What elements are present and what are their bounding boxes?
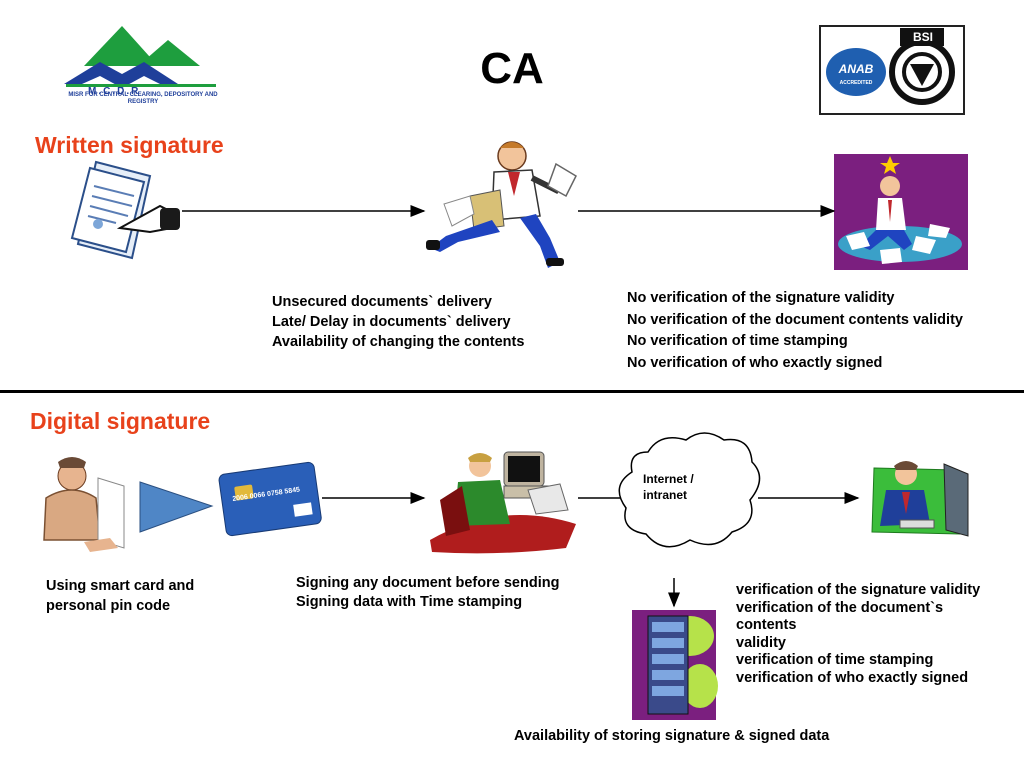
digital-verification-item: contents <box>736 617 797 633</box>
written-verification-list: No verification of the signature validit… <box>627 288 963 374</box>
written-signature-heading: Written signature <box>35 132 224 158</box>
section-divider <box>0 390 1024 393</box>
written-verification-item: No verification of time stamping <box>627 333 848 349</box>
storage-caption: Availability of storing signature & sign… <box>514 728 830 744</box>
running-man-icon <box>426 141 577 268</box>
document-pen-icon <box>70 160 180 260</box>
stressed-man-icon <box>834 154 968 270</box>
written-risk-item: Late/ Delay in documents` delivery <box>272 314 511 330</box>
smartcard-caption: Using smart card and personal pin code <box>46 576 194 616</box>
digital-verification-item: verification of time stamping <box>736 652 934 668</box>
bsi-logo-text: BSI <box>912 30 933 44</box>
internet-cloud-shape <box>618 432 761 548</box>
server-storage-icon <box>632 610 718 720</box>
anab-bsi-logo <box>819 25 965 115</box>
smartcard-caption-line: Using smart card and <box>46 578 195 594</box>
person-smartcard-icon <box>43 457 125 552</box>
person-signing-icon <box>430 451 576 554</box>
cloud-label-line: Internet / <box>643 472 694 486</box>
mcdr-logo-subtitle: MISR FOR CENTRAL CLEARING, DEPOSITORY AN… <box>68 92 218 105</box>
smartcard-caption-line: personal pin code <box>46 598 171 614</box>
digital-verification-item: verification of who exactly signed <box>736 669 969 686</box>
digital-verification-item: verification of the signature validity <box>736 582 981 598</box>
written-verification-item: No verification of the document contents… <box>627 311 963 328</box>
cloud-label-line: intranet <box>643 488 688 502</box>
written-verification-item: No verification of who exactly signed <box>627 354 883 371</box>
triangle-pointer-icon <box>139 481 214 533</box>
digital-signature-heading: Digital signature <box>30 408 211 434</box>
person-recipient-icon <box>871 461 969 537</box>
smart-card-icon <box>218 461 322 537</box>
mcdr-logo <box>64 26 216 88</box>
written-risks-list: Unsecured documents` delivery Late/ Dela… <box>272 292 524 352</box>
cloud-label: Internet / intranet <box>643 471 694 503</box>
page-title: CA <box>480 44 544 93</box>
written-risk-item: Unsecured documents` delivery <box>272 294 492 310</box>
signing-caption: Signing any document before sending Sign… <box>296 574 559 612</box>
written-risk-item: Availability of changing the contents <box>272 334 525 350</box>
signing-caption-line: Signing data with Time stamping <box>296 594 523 610</box>
digital-verification-item: validity <box>736 634 786 651</box>
anab-logo-sub: ACCREDITED <box>839 80 873 86</box>
digital-verification-item: verification of the document`s <box>736 599 944 616</box>
signing-caption-line: Signing any document before sending <box>296 575 560 591</box>
written-verification-item: No verification of the signature validit… <box>627 290 895 306</box>
anab-logo-text: ANAB <box>838 62 874 76</box>
mcdr-logo-text: M.C.D.R <box>88 86 141 97</box>
digital-verification-list: verification of the signature validity v… <box>736 582 980 687</box>
